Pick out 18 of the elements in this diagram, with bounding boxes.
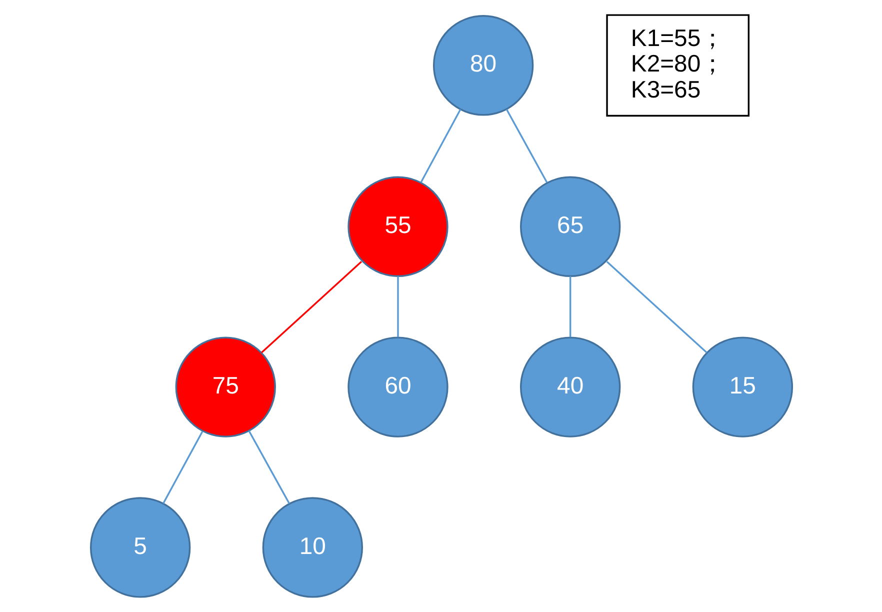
node-circle: 40: [520, 336, 620, 438]
node-circle: 60: [347, 336, 448, 438]
node-circle: 10: [262, 497, 362, 598]
connector: [606, 261, 707, 354]
connector: [260, 261, 362, 354]
connector: [248, 430, 290, 504]
node-circle: 5: [89, 497, 190, 598]
node-circle: 80: [432, 15, 534, 116]
connector: [420, 109, 461, 183]
connector: [568, 276, 571, 338]
node-circle: 55: [347, 176, 448, 277]
node-circle: 65: [520, 176, 620, 277]
connector: [396, 276, 398, 338]
connector: [505, 108, 548, 183]
connector: [162, 431, 203, 504]
node-box: K1=55； K2=80； K3=65: [606, 14, 750, 117]
node-circle: 15: [692, 336, 793, 438]
node-circle: 75: [174, 336, 276, 438]
